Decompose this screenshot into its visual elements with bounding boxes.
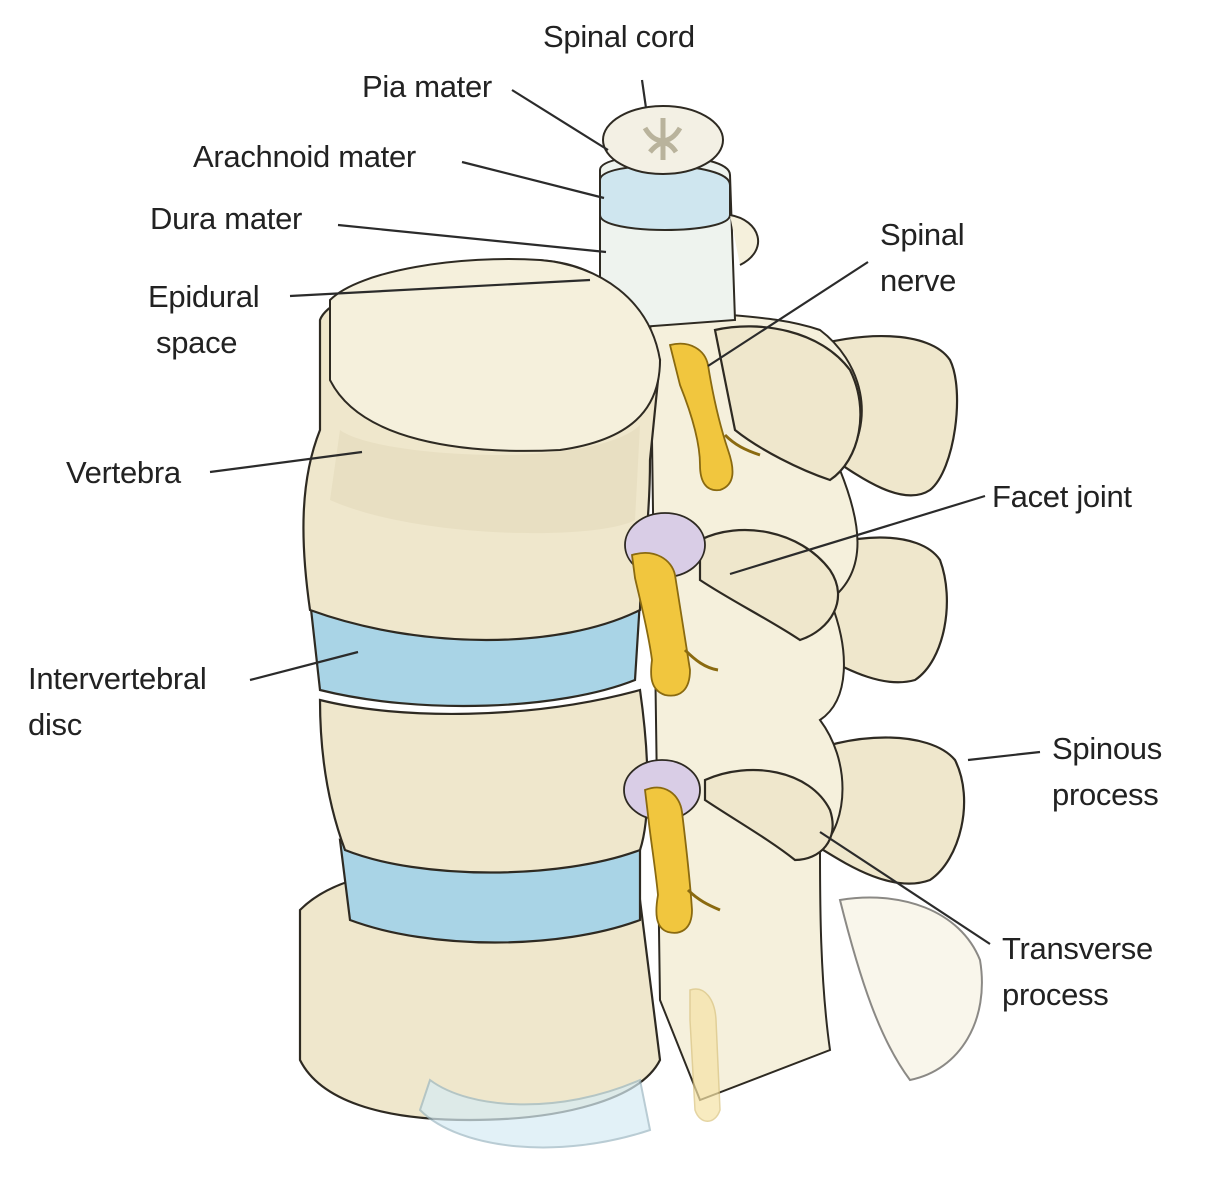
label-dura-mater: Dura mater	[150, 201, 303, 236]
label-spinous-process: Spinous process	[1052, 731, 1162, 812]
grey-matter-icon	[642, 118, 683, 160]
spinal-cord-column	[599, 105, 760, 332]
label-spinal-nerve: Spinal nerve	[880, 217, 965, 298]
label-transverse-process: Transverse process	[1002, 931, 1153, 1012]
label-intervertebral-disc: Intervertebral disc	[28, 661, 207, 742]
vertebral-bodies	[298, 258, 662, 1149]
label-pia-mater: Pia mater	[362, 69, 492, 104]
vertebral-arch	[648, 298, 863, 1102]
label-facet-joint: Facet joint	[992, 479, 1132, 514]
leader-lines	[209, 79, 1041, 945]
label-epidural-space: Epidural space	[148, 279, 260, 360]
dorsal-root-ganglion	[729, 214, 760, 266]
nerve-root-2	[631, 552, 691, 697]
label-vertebra: Vertebra	[66, 455, 181, 490]
spinal-nerves	[631, 342, 761, 1122]
label-arachnoid-mater: Arachnoid mater	[193, 139, 416, 174]
label-spinal-cord: Spinal cord	[543, 19, 695, 54]
nerve-root-3	[644, 786, 693, 934]
